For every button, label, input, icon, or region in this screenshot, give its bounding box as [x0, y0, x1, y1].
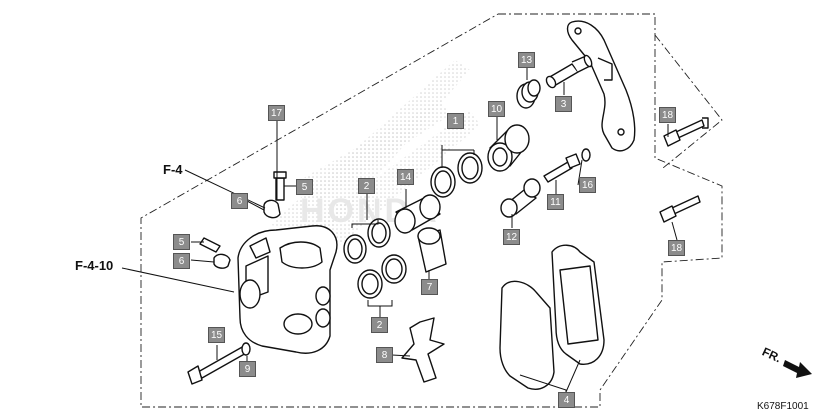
callout-8: 8 — [376, 347, 393, 363]
slide-pin — [543, 148, 591, 183]
piston-seal-set-middle — [343, 218, 391, 264]
callout-11: 11 — [547, 194, 564, 210]
honda-wing-watermark: HONDA — [270, 60, 480, 245]
callout-18: 18 — [659, 107, 676, 123]
caliper-bracket — [566, 20, 636, 152]
assembly-outline — [140, 13, 723, 408]
pad-spring — [401, 317, 445, 383]
piston-seal-set-upper — [430, 152, 483, 198]
piston-middle — [394, 194, 441, 234]
callout-18: 18 — [668, 240, 685, 256]
forward-arrow-icon — [783, 360, 812, 378]
callout-13: 13 — [518, 52, 535, 68]
callout-3: 3 — [555, 96, 572, 112]
callout-7: 7 — [421, 279, 438, 295]
caliper-body — [237, 225, 338, 354]
callout-15: 15 — [208, 327, 225, 343]
pin-plug — [241, 342, 251, 356]
drawing-code: K678F1001 — [757, 401, 809, 412]
ref-label-f4: F-4 — [163, 162, 183, 177]
brake-pads — [499, 244, 605, 390]
callout-14: 14 — [397, 169, 414, 185]
callout-1: 1 — [447, 113, 464, 129]
piston-seal-set-lower — [357, 254, 407, 299]
bleed-valve-upper — [263, 171, 287, 219]
bracket-bolt-lower — [659, 195, 701, 223]
pin-boot — [516, 79, 541, 109]
callout-6: 6 — [173, 253, 190, 269]
callout-2: 2 — [371, 317, 388, 333]
bracket-pin — [545, 54, 593, 89]
callout-5: 5 — [173, 234, 190, 250]
piston-upper — [487, 124, 530, 172]
callout-2: 2 — [358, 178, 375, 194]
callout-10: 10 — [488, 101, 505, 117]
callout-6: 6 — [231, 193, 248, 209]
bleed-valve-lower — [199, 237, 231, 269]
pin-bolt — [500, 178, 541, 218]
callout-16: 16 — [579, 177, 596, 193]
callout-17: 17 — [268, 105, 285, 121]
ref-label-f410: F-4-10 — [75, 258, 114, 273]
leader-lines — [121, 67, 678, 393]
callout-4: 4 — [558, 392, 575, 408]
piston-lower — [417, 227, 447, 273]
callout-5: 5 — [296, 179, 313, 195]
callout-12: 12 — [503, 229, 520, 245]
callout-9: 9 — [239, 361, 256, 377]
